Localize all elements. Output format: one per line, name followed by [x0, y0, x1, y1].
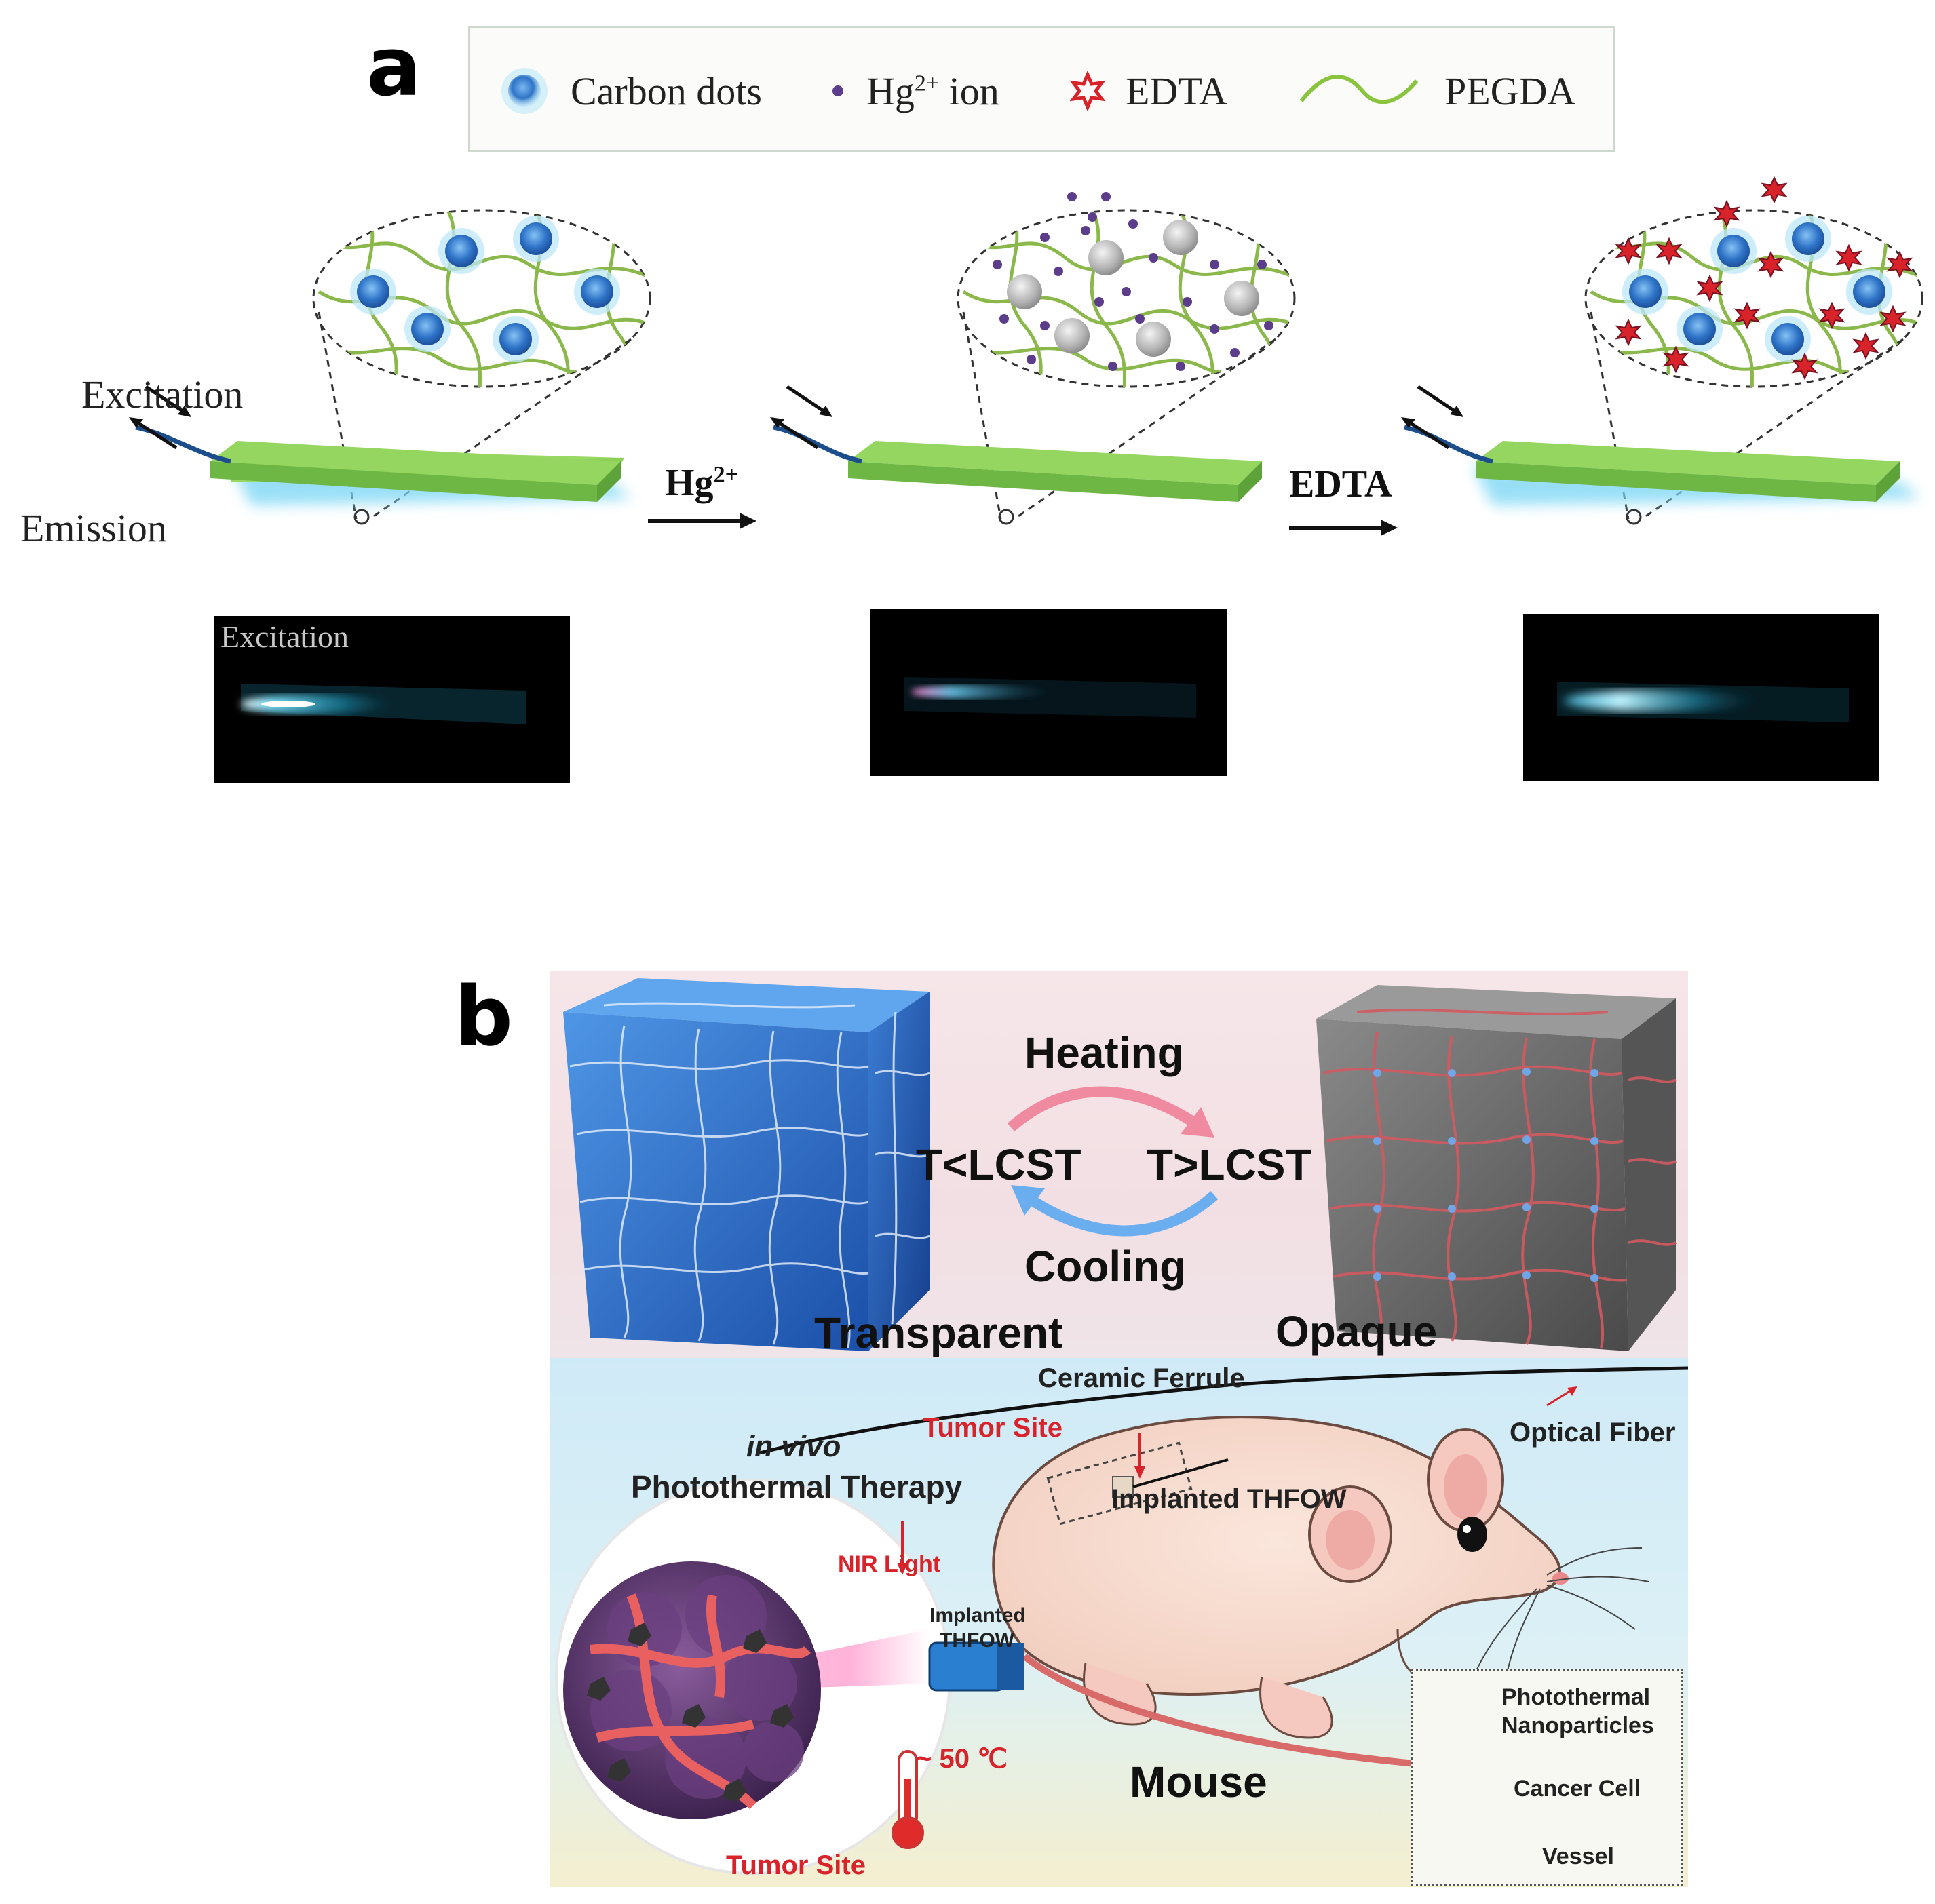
optical-fiber-label: Optical Fiber	[1510, 1418, 1676, 1448]
in-vivo-label: in vivo	[746, 1430, 841, 1463]
transparent-cube	[563, 978, 930, 1351]
thermometer-icon	[892, 1750, 924, 1849]
legend-hg-ion: Hg2+ ion	[830, 28, 999, 154]
stage-2	[770, 192, 1296, 525]
zoom-ellipse-1	[312, 209, 651, 388]
edta-star-icon	[1069, 71, 1106, 111]
transparent-label: Transparent	[814, 1308, 1063, 1357]
cooling-arrow	[1011, 1185, 1219, 1237]
carbon-dots-1	[350, 216, 620, 362]
tumor-inset	[555, 1479, 1024, 1875]
edta-stars-3	[1615, 176, 1913, 381]
legend-vessel: Vessel	[1542, 1844, 1614, 1869]
cooling-label: Cooling	[1024, 1242, 1187, 1291]
carbon-dot-icon	[501, 68, 548, 114]
nir-light-label: NIR Light	[838, 1551, 941, 1577]
legend-carbon-dots-label: Carbon dots	[571, 69, 762, 113]
thfow-label: THFOW	[940, 1629, 1014, 1652]
legend-pegda-label: PEGDA	[1444, 69, 1576, 113]
mouse-label: Mouse	[1130, 1757, 1267, 1806]
in-vivo-illustration	[555, 1366, 1688, 1875]
opaque-cube	[1316, 985, 1677, 1351]
opaque-label: Opaque	[1276, 1307, 1438, 1356]
hydrogel-cubes	[563, 978, 1677, 1351]
slab-3	[1476, 441, 1900, 485]
heating-label: Heating	[1024, 1028, 1184, 1077]
fluorescence-photo-3	[1523, 614, 1879, 781]
photothermal-therapy-label: Photothermal Therapy	[631, 1469, 963, 1504]
hg-sup: 2+	[914, 71, 940, 96]
step-hg-base: Hg	[665, 462, 714, 504]
legend-photothermal-1: Photothermal	[1501, 1684, 1651, 1710]
photo-excitation-label: Excitation	[221, 619, 349, 654]
quenched-dots-2	[1007, 220, 1259, 357]
legend-pegda: PEGDA	[1298, 28, 1575, 154]
panel-a-letter: a	[366, 20, 421, 115]
slab-2	[848, 441, 1262, 485]
carbon-dots-3	[1622, 216, 1892, 362]
arrow-edta	[1289, 520, 1398, 536]
stage-1	[129, 209, 651, 525]
temperature-label: ~ 50 ℃	[916, 1744, 1008, 1774]
fiber-2	[773, 425, 862, 464]
fluorescence-photo-2	[870, 609, 1227, 776]
legend-cancer-cell: Cancer Cell	[1514, 1776, 1641, 1802]
panel-a-schematic	[129, 176, 1923, 536]
stage-3	[1401, 176, 1923, 525]
zoom-ellipse-2	[957, 209, 1296, 388]
legend-hg-ion-label: Hg2+ ion	[866, 69, 999, 114]
implanted-thfow-label: Implanted THFOW	[1111, 1484, 1347, 1514]
step-hg-sup: 2+	[713, 462, 738, 488]
panel-b-legend: Photothermal Nanoparticles Cancer Cell V…	[1411, 1669, 1683, 1886]
hg-ion-icon	[832, 85, 843, 96]
fiber-3	[1404, 425, 1493, 464]
legend-edta-label: EDTA	[1126, 69, 1227, 113]
heating-arrow	[1007, 1086, 1214, 1138]
t-high-label: T>LCST	[1147, 1140, 1312, 1189]
legend-carbon-dots: Carbon dots	[497, 28, 762, 154]
arrow-hg	[648, 513, 756, 529]
legend-photothermal-2: Nanoparticles	[1501, 1713, 1654, 1738]
panel-a-legend: Carbon dots Hg2+ ion EDTA PEGDA	[468, 26, 1615, 152]
excitation-label: Excitation	[81, 372, 244, 416]
step-hg-label: Hg2+	[665, 461, 738, 505]
hg-suffix: ion	[939, 69, 999, 113]
tumor-site-top-label: Tumor Site	[923, 1413, 1062, 1443]
fluorescence-photo-1: Excitation	[214, 616, 570, 783]
slab-1	[210, 441, 621, 485]
t-low-label: T<LCST	[916, 1140, 1081, 1189]
panel-b-letter: b	[455, 970, 513, 1064]
hg-ions-2	[993, 192, 1273, 371]
optical-fiber-line	[759, 1366, 1688, 1455]
hg-base: Hg	[866, 69, 915, 113]
emission-label: Emission	[20, 506, 167, 550]
legend-edta: EDTA	[1067, 28, 1227, 154]
step-edta-label: EDTA	[1289, 463, 1392, 505]
pegda-wave-icon	[1299, 75, 1419, 104]
implanted-label: Implanted	[930, 1604, 1026, 1627]
tumor-site-bottom-label: Tumor Site	[726, 1850, 866, 1880]
ceramic-ferrule-label: Ceramic Ferrule	[1038, 1363, 1245, 1393]
